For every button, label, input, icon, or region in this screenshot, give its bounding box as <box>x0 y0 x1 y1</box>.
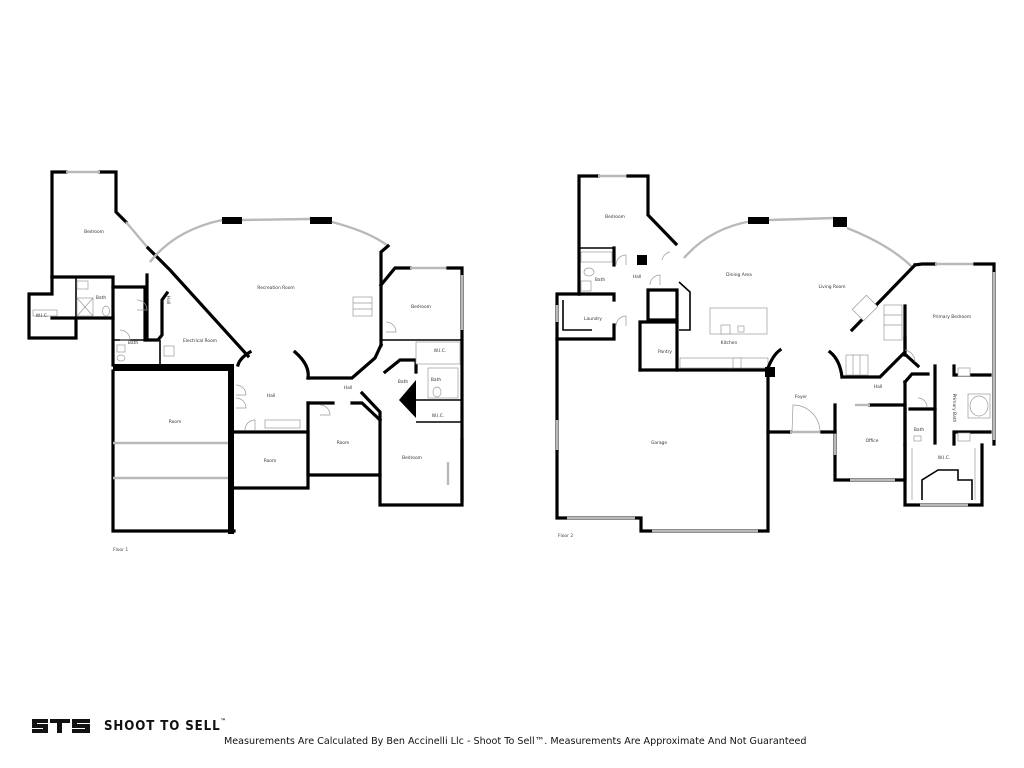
room-label: Electrical Room <box>183 338 217 344</box>
room-label: Bedroom <box>402 455 422 461</box>
room-label: Room <box>264 458 277 464</box>
room-label: Bath <box>128 340 138 346</box>
room-label: Kitchen <box>721 340 738 346</box>
room-label: Primary Bedroom <box>933 314 971 320</box>
room-label: Bath <box>431 377 441 383</box>
floor-1-plan: Bedroom W.I.C. Bath Hall Bath Electrical… <box>27 170 464 553</box>
room-label: Pantry <box>658 349 672 355</box>
room-label: Hall <box>874 384 882 390</box>
room-label: Dining Area <box>726 272 752 278</box>
sts-logo-icon <box>32 719 90 733</box>
room-label: Living Room <box>819 284 846 290</box>
floor-2-plan: Bedroom Bath Hall Laundry Pantry Dining … <box>555 174 996 539</box>
room-label: Foyer <box>795 394 807 400</box>
room-label: Room <box>337 440 350 446</box>
room-label: Office <box>866 438 879 444</box>
room-label: Hall <box>165 296 171 304</box>
room-label: Bedroom <box>84 229 104 235</box>
room-label: W.I.C. <box>434 348 446 354</box>
room-label: Bath <box>914 427 924 433</box>
measurement-disclaimer: Measurements Are Calculated By Ben Accin… <box>224 736 807 747</box>
room-label: Garage <box>651 440 667 446</box>
room-label: W.I.C. <box>432 413 444 419</box>
room-label: Primary Bath <box>951 394 957 423</box>
brand-logo: SHOOT TO SELL™ <box>30 715 242 737</box>
room-label: W.I.C. <box>36 313 48 319</box>
room-label: Bath <box>595 277 605 283</box>
floor-2-label: Floor 2 <box>558 533 573 539</box>
room-label: Recreation Room <box>257 285 294 291</box>
room-label: Hall <box>633 274 641 280</box>
room-label: Laundry <box>584 316 602 322</box>
room-label: Bedroom <box>605 214 625 220</box>
room-label: Hall <box>267 393 275 399</box>
room-label: Hall <box>344 385 352 391</box>
room-label: Bedroom <box>411 304 431 310</box>
room-label: W.I.C. <box>938 455 950 461</box>
room-label: Bath <box>96 295 106 301</box>
brand-name: SHOOT TO SELL™ <box>104 718 226 734</box>
room-label: Room <box>169 419 182 425</box>
room-label: Bath <box>398 379 408 385</box>
floor-1-label: Floor 1 <box>113 547 128 553</box>
